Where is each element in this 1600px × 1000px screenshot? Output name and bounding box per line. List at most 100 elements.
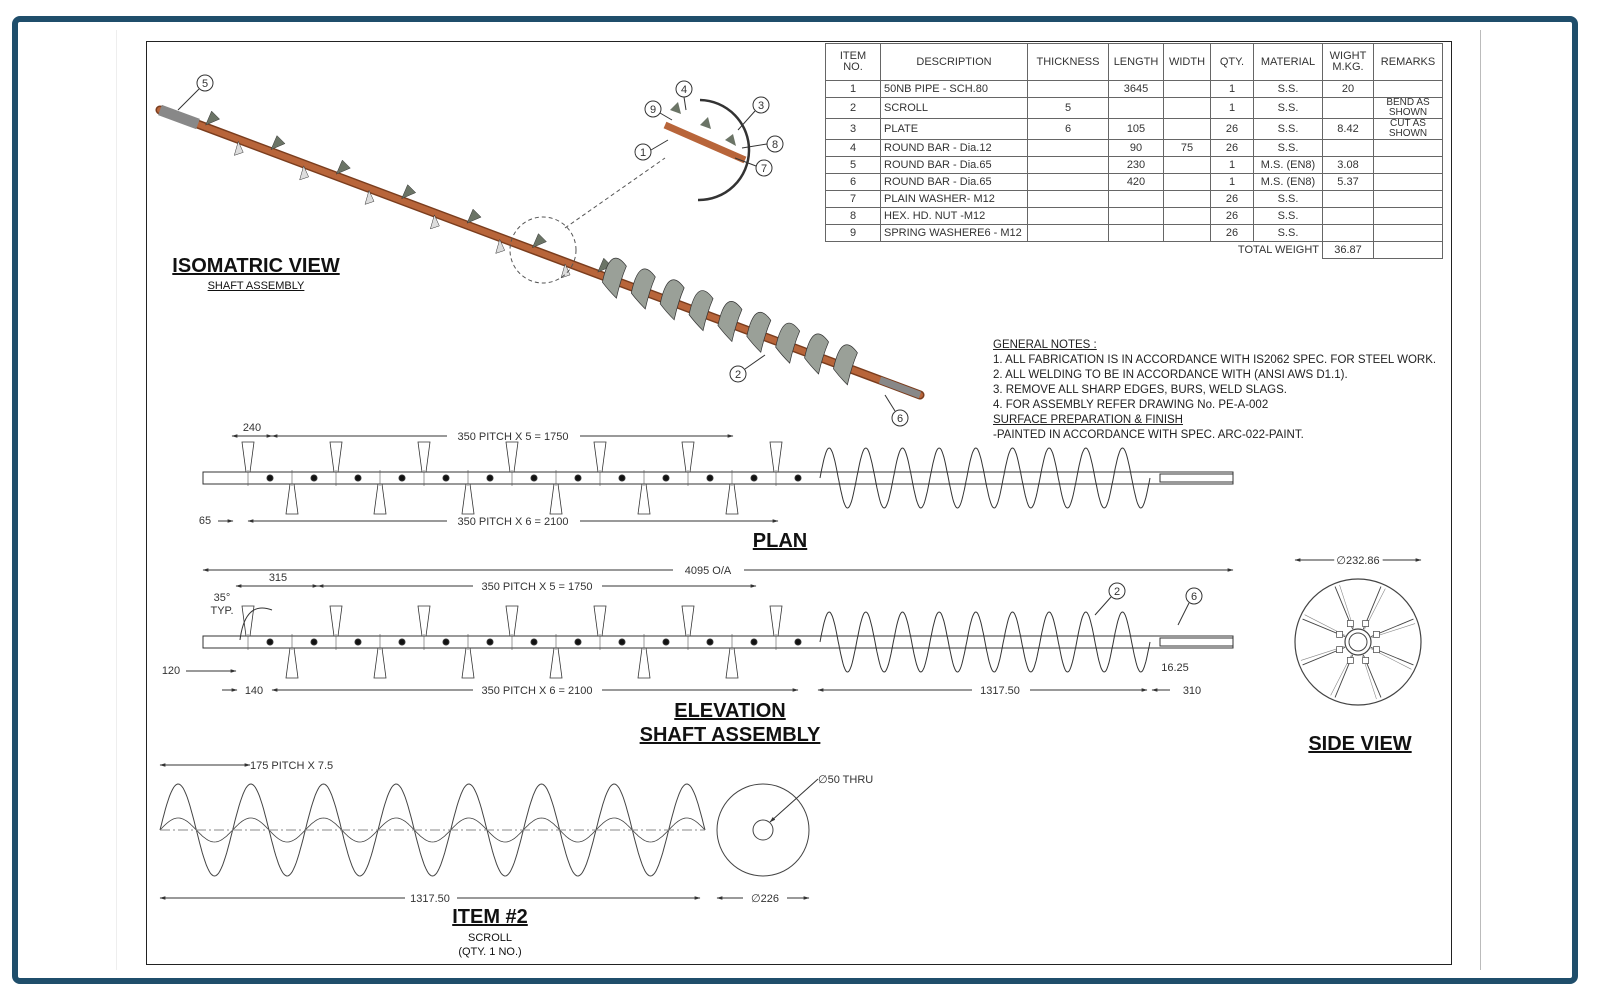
side-lug — [1362, 657, 1370, 664]
paddle — [681, 605, 695, 637]
iso-blade — [401, 184, 417, 200]
paddle-bolt — [530, 474, 538, 482]
paddle — [681, 441, 695, 473]
paddle — [505, 605, 519, 637]
dim-plan-bottom: 350 PITCH X 6 = 2100 — [458, 516, 569, 528]
paddle-bolt — [618, 474, 626, 482]
paddle — [637, 483, 651, 515]
dim-65: 65 — [199, 515, 211, 527]
dim-angle-typ: TYP. — [210, 605, 233, 617]
paddle-bolt — [574, 474, 582, 482]
iso-blade — [233, 140, 244, 156]
side-lug — [1336, 630, 1343, 638]
plan-paddles — [241, 441, 802, 515]
iso-flight — [775, 322, 801, 364]
scroll-hole — [752, 819, 774, 841]
side-view-title: SIDE VIEW — [1308, 733, 1412, 755]
dim-scroll-dia: ∅226 — [751, 893, 779, 905]
iso-flight — [602, 257, 627, 299]
bom-header-row: ITEM NO. DESCRIPTION THICKNESS LENGTH WI… — [825, 43, 1443, 81]
dim-angle: 35° — [214, 592, 231, 604]
paddle — [505, 441, 519, 473]
paddle — [241, 605, 255, 637]
paddle-bolt — [794, 474, 802, 482]
scroll-helix-inner — [159, 817, 706, 843]
balloon-9: 9 — [644, 100, 673, 121]
dim-scroll-pitch: 175 PITCH X 7.5 — [250, 760, 333, 772]
iso-view-title: ISOMATRIC VIEW — [172, 255, 340, 277]
dim-overall: 4095 O/A — [685, 565, 732, 577]
detail-blade — [700, 117, 711, 129]
balloon-number: 3 — [758, 100, 764, 112]
iso-stub-right — [878, 376, 922, 399]
paddle — [461, 483, 475, 515]
paddle-bolt — [750, 638, 758, 646]
side-lug — [1346, 657, 1354, 664]
isometric-view — [155, 98, 925, 400]
bom-header: MATERIAL — [1253, 43, 1323, 81]
dim-elev-top: 350 PITCH X 5 = 1750 — [482, 581, 593, 593]
iso-blade — [270, 135, 286, 151]
balloon-number: 2 — [735, 369, 741, 381]
dim-elev-bottom: 350 PITCH X 6 = 2100 — [482, 685, 593, 697]
note-item: 1. ALL FABRICATION IS IN ACCORDANCE WITH… — [993, 354, 1437, 366]
side-bore — [1348, 632, 1368, 652]
balloon-1: 1 — [634, 139, 669, 161]
iso-blade — [205, 110, 221, 126]
paddle-bolt — [618, 638, 626, 646]
iso-blade — [364, 189, 375, 205]
side-outer-circle — [1294, 578, 1422, 706]
paddle-bolt — [706, 638, 714, 646]
iso-view-subtitle: SHAFT ASSEMBLY — [207, 280, 305, 292]
surface-prep-text: -PAINTED IN ACCORDANCE WITH SPEC. ARC-02… — [993, 429, 1304, 441]
balloon-number: 4 — [681, 84, 687, 96]
paddle-bolt — [530, 638, 538, 646]
balloon-number: 5 — [202, 78, 208, 90]
side-lug — [1336, 646, 1343, 654]
side-lug — [1362, 620, 1370, 627]
paddle-bolt — [310, 474, 318, 482]
paddle-bolt — [398, 474, 406, 482]
balloon-6: 6 — [884, 394, 909, 427]
paddle — [461, 647, 475, 679]
paddle — [769, 605, 783, 637]
paddle — [725, 483, 739, 515]
elev-stub — [1159, 637, 1234, 647]
right-margin-line — [1480, 30, 1481, 970]
iso-flight — [630, 268, 656, 310]
item2-scroll — [159, 783, 810, 877]
dim-240: 240 — [243, 422, 261, 434]
paddle-bolt — [574, 638, 582, 646]
paddle — [417, 441, 431, 473]
dim-315: 315 — [269, 572, 287, 584]
detail-blade — [725, 134, 736, 146]
paddle — [373, 647, 387, 679]
paddle — [725, 647, 739, 679]
bom-header: THICKNESS — [1027, 43, 1109, 81]
note-item: 4. FOR ASSEMBLY REFER DRAWING No. PE-A-0… — [993, 399, 1269, 411]
paddle-bolt — [266, 638, 274, 646]
balloon-2-elev: 2 — [1094, 582, 1126, 616]
balloons: 5 4 9 3 1 8 7 2 6 2 6 — [177, 74, 1203, 626]
side-dims: ∅232.86 — [1294, 552, 1422, 570]
dim-1317: 1317.50 — [980, 685, 1020, 697]
elev-helix — [819, 611, 1151, 673]
elevation-dims: 4095 O/A 315 350 PITCH X 5 = 1750 35° TY… — [162, 565, 1234, 697]
paddle-bolt — [662, 638, 670, 646]
iso-blade — [560, 263, 571, 279]
balloon-5: 5 — [177, 74, 214, 111]
plan-stub — [1159, 473, 1234, 483]
iso-flight — [746, 311, 772, 353]
item2-qty: (QTY. 1 NO.) — [458, 946, 522, 958]
paddle — [769, 441, 783, 473]
iso-scroll-flights — [602, 257, 858, 386]
iso-blade — [495, 238, 506, 254]
plan-view — [202, 441, 1234, 515]
detail-blade — [670, 102, 681, 114]
paddle-bolt — [662, 474, 670, 482]
